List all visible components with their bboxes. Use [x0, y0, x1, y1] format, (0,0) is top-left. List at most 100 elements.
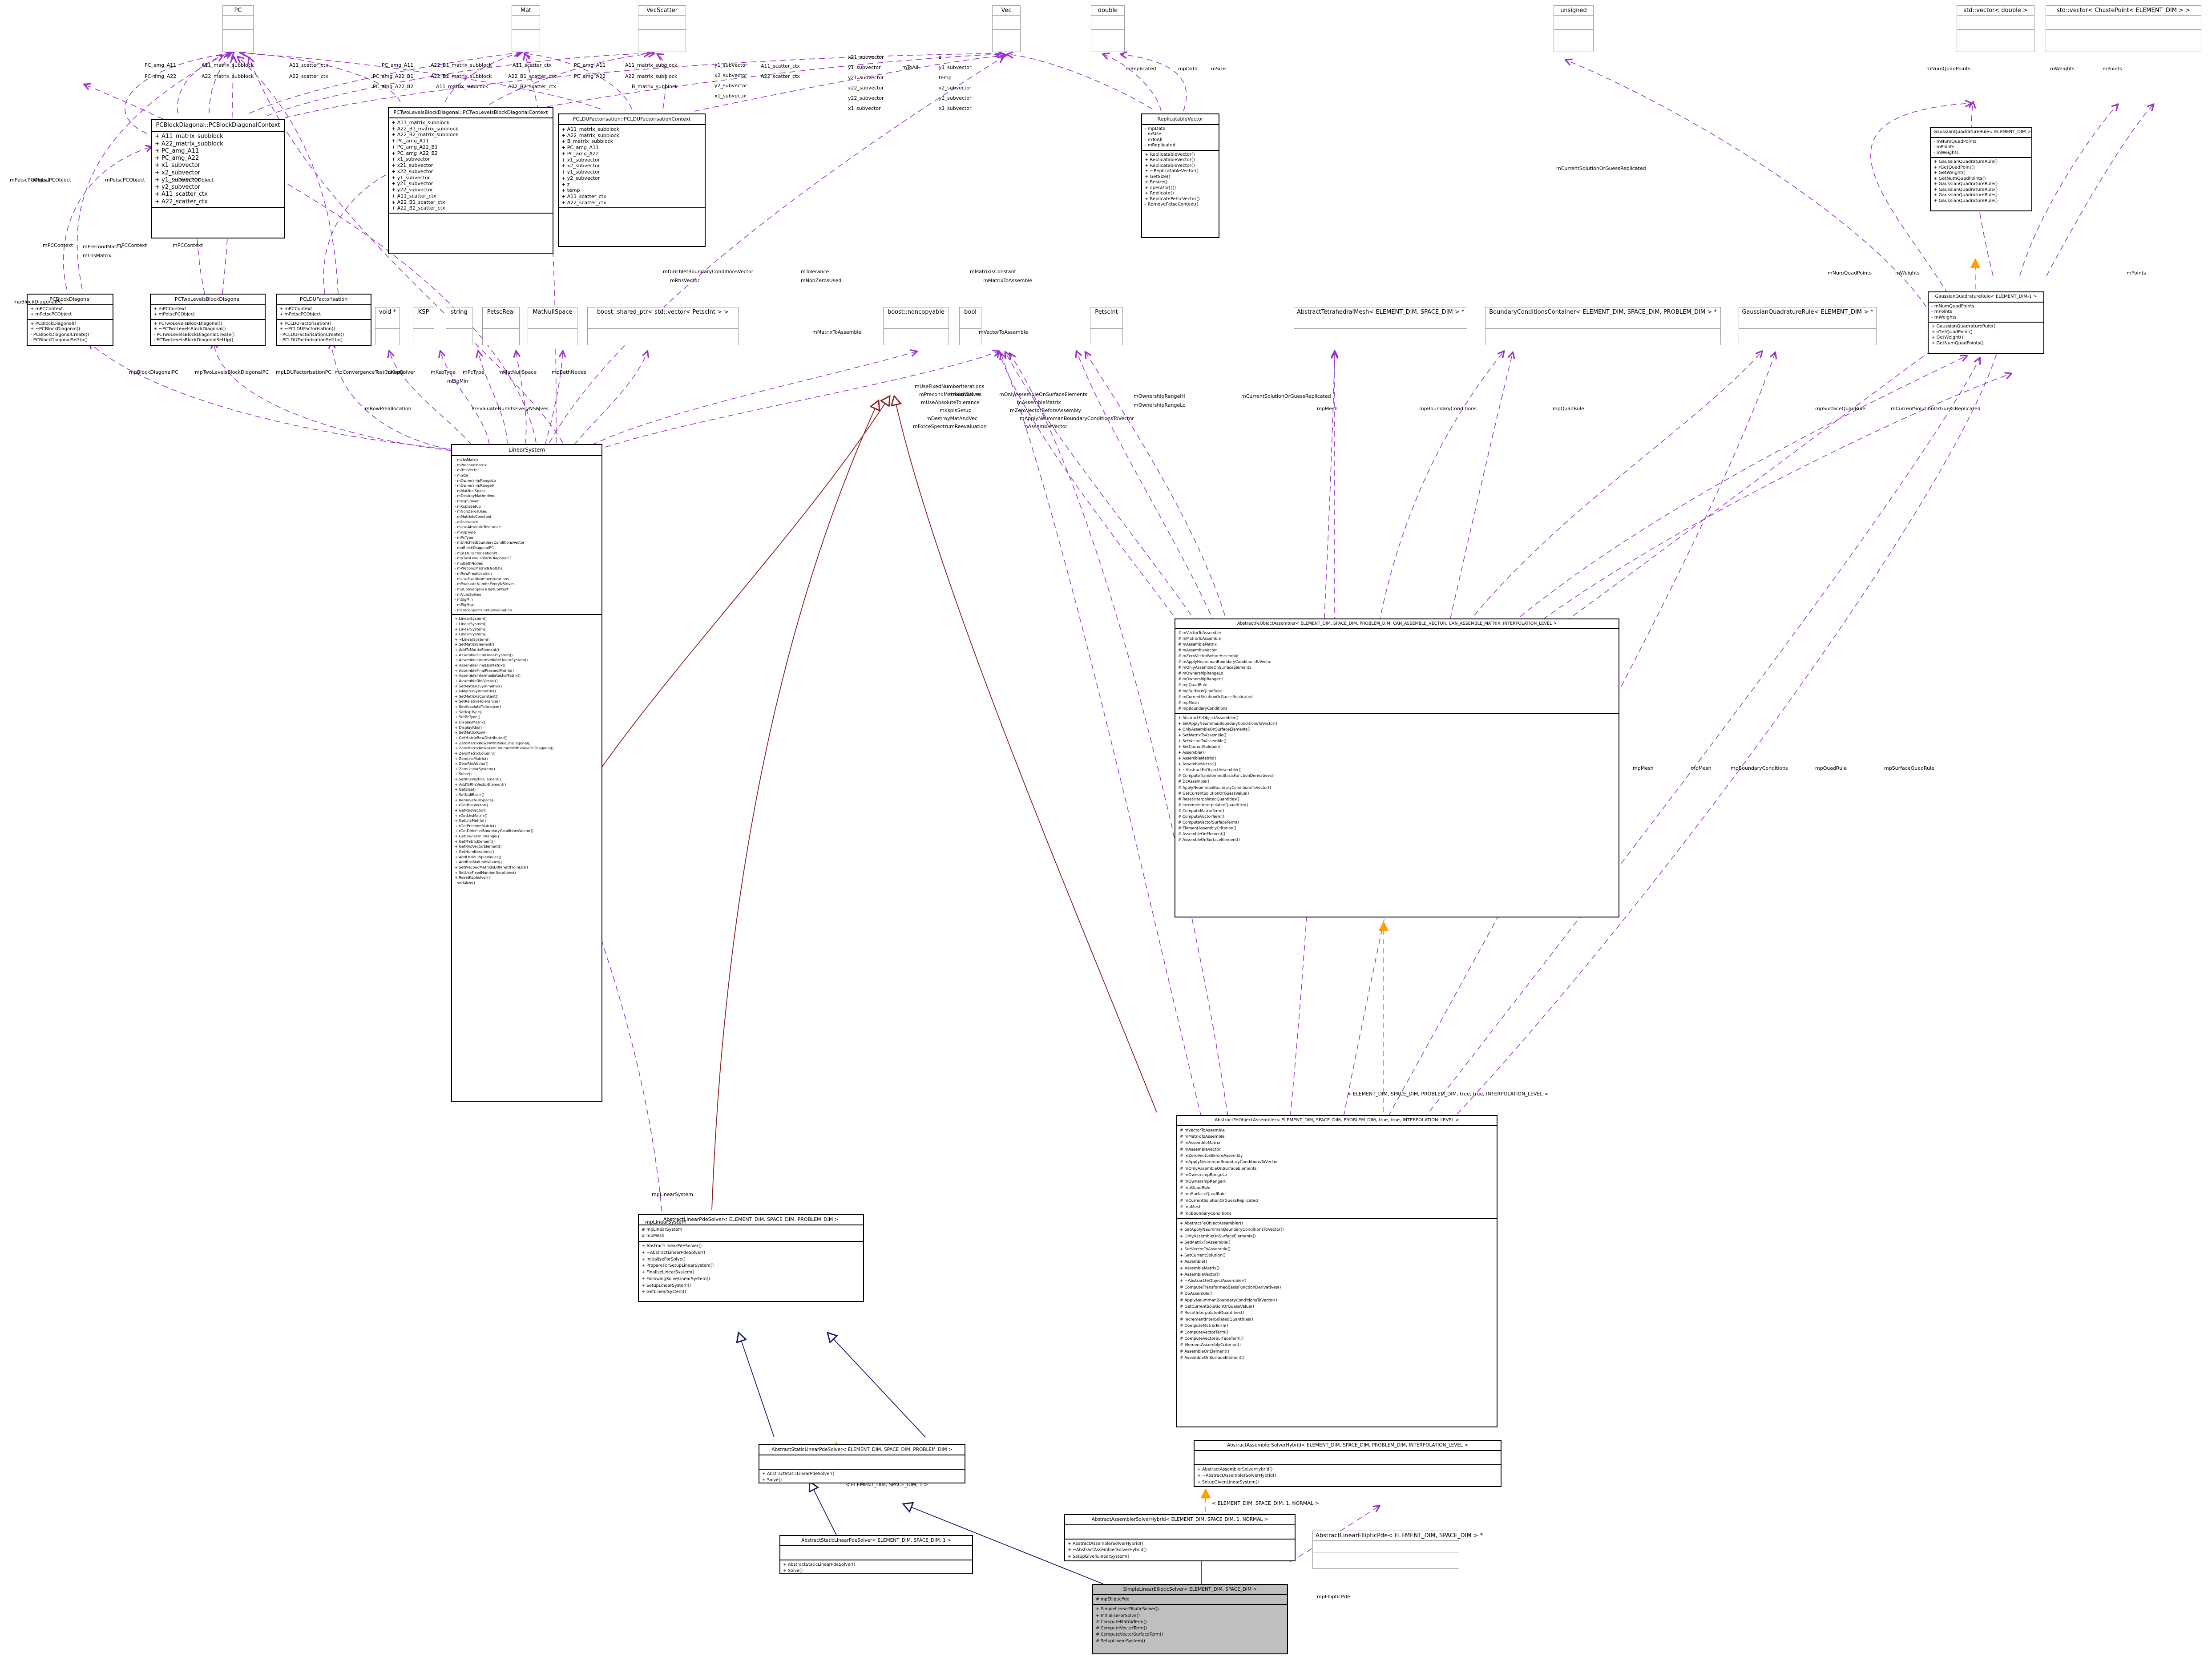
attribute: + A22_B1_scatter_ctx [392, 199, 445, 205]
edge-label: mRowPreallocation [365, 406, 412, 412]
class-abstractfeobjectassembler-true[interactable]: AbstractFeObjectAssembler< ELEMENT_DIM, … [1176, 1115, 1498, 1427]
edge-label: mKspIsSetup [940, 408, 972, 413]
method: + Solve() [455, 772, 472, 776]
method: + ~AbstractAssemblerSolverHybrid() [1197, 1473, 1276, 1479]
method: + OnlyAssembleOnSurfaceElements() [1180, 1234, 1256, 1239]
edge-label: PC_amg_A11 [574, 62, 606, 68]
edge-label: mAssembleVector [1023, 424, 1068, 429]
method: + SetRelativeTolerance() [455, 699, 500, 704]
edge-label: x1_subvector [939, 105, 972, 111]
method: + GaussianQuadratureRule() [1933, 182, 1998, 186]
class-replicatablevector[interactable]: ReplicatableVector - mpData - mSize - mT… [1141, 113, 1219, 238]
method: + GetOwnershipRange() [455, 834, 500, 839]
attribute: + A11_matrix_subblock [155, 133, 223, 140]
class-attributes: + A11_matrix_subblock + A22_matrix_subbl… [559, 125, 705, 208]
class-pcblockdiagonal[interactable]: PCBlockDiagonal + mPCContext + mPetscPCO… [27, 294, 113, 346]
method: + RemoveNullSpace() [455, 797, 495, 802]
attribute: # mpMesh [642, 1233, 665, 1239]
class-simplelinearellipticsolver[interactable]: SimpleLinearEllipticSolver< ELEMENT_DIM,… [1092, 1584, 1288, 1654]
ext-type-mat: Mat [512, 5, 540, 52]
attribute: - mWeights [1931, 315, 1957, 320]
ext-type-name: GaussianQuadratureRule< ELEMENT_DIM > * [1739, 307, 1876, 317]
class-pctwolevelsblockdiagonal[interactable]: PCTwoLevelsBlockDiagonal + mPCContext + … [150, 294, 266, 346]
attribute: + y1_subvector [392, 174, 430, 181]
method: + DisplayRhs() [455, 725, 482, 730]
class-attributes: + mPCContext + mPetscPCObject [277, 305, 371, 320]
attribute: + mPCContext [30, 306, 63, 311]
attribute: # mpQuadRule [1178, 683, 1207, 688]
attribute: - mpBlockDiagonalPC [455, 545, 494, 550]
attribute: + y1_subvector [155, 176, 200, 183]
class-gaussianquadraturerule-elementdim-minus1[interactable]: GaussianQuadratureRule< ELEMENT_DIM > - … [1930, 127, 2032, 211]
method: + GetNumQuadPoints() [1931, 340, 1984, 346]
class-attributes: + A11_matrix_subblock + A22_B1_matrix_su… [389, 118, 553, 214]
edge-label: mForceSpectrumReevaluation [913, 424, 987, 429]
edge-label: y1_subvector [848, 65, 881, 70]
attribute: - mWeights [1933, 150, 1959, 155]
method: + SetNullBasis() [455, 792, 484, 797]
attribute: + PC_amg_A22 [155, 155, 199, 162]
edge-label: mMatrixIsConstant [970, 269, 1016, 275]
method: + GaussianQuadratureRule() [1931, 324, 1996, 329]
method: + SetupGivenLinearSystem() [1197, 1479, 1259, 1485]
method: + AbstractLinearPdeSolver() [642, 1244, 702, 1249]
method: # AssembleOnSurfaceElement() [1178, 838, 1240, 843]
attribute: # mpLinearSystem [642, 1227, 682, 1232]
ext-type-name: VecScatter [638, 6, 686, 16]
edge-label: mpSurfaceQuadRule [1815, 406, 1865, 412]
edge-label: A11_scatter_ctx [513, 62, 552, 68]
method: + GetWeight() [1933, 170, 1966, 175]
class-abstractassemblersolverhybrid-normal[interactable]: AbstractAssemblerSolverHybrid< ELEMENT_D… [1064, 1514, 1296, 1561]
method: + AssembleFinalLhsMatrix() [455, 663, 506, 667]
class-pcldufactorisation[interactable]: PCLDUFactorisation + mPCContext + mPetsc… [276, 294, 371, 346]
method: + GetMatrixRowDistributed() [455, 735, 508, 740]
class-methods: + AbstractLinearPdeSolver() + ~AbstractL… [639, 1242, 863, 1297]
method: + FollowingSolveLinearSystem() [642, 1276, 710, 1281]
class-abstractstaticlinearpdesolver-problemdim[interactable]: AbstractStaticLinearPdeSolver< ELEMENT_D… [759, 1444, 965, 1483]
class-gaussianquadraturerule-em1-lower[interactable]: GaussianQuadratureRule< ELEMENT_DIM-1 > … [1928, 291, 2044, 354]
method: + LinearSystem() [455, 626, 487, 631]
ext-type-name: double [1091, 6, 1124, 16]
method: + SetMatrixIsSymmetric() [455, 683, 502, 688]
class-pctwolevelsblockdiagonal-context[interactable]: PCTwoLevelsBlockDiagonal::PCTwoLevelsBlo… [388, 107, 553, 254]
class-title: PCLDUFactorisation::PCLDUFactorisationCo… [559, 114, 705, 125]
class-abstractfeobjectassembler-generic[interactable]: AbstractFeObjectAssembler< ELEMENT_DIM, … [1175, 618, 1619, 917]
method: + SetMatrixIsConstant() [455, 694, 499, 699]
class-pcldufactorisation-context[interactable]: PCLDUFactorisation::PCLDUFactorisationCo… [558, 113, 706, 247]
method: + AddRhsMultipleValues() [455, 860, 502, 865]
method: + rGetDirichletBoundaryConditionsVector(… [455, 828, 534, 833]
attribute: - mMatNullSpace [455, 488, 486, 493]
attribute: + x1_subvector [155, 162, 200, 169]
method: + SetupGivenLinearSystem() [1068, 1554, 1130, 1559]
class-linearsystem[interactable]: LinearSystem - mLhsMatrix- mPrecondMatri… [451, 444, 602, 1102]
attribute: - mpLDUFactorisationPC [455, 550, 499, 555]
ext-type-void-star: void * [375, 307, 400, 345]
attribute: + A22_matrix_subblock [155, 140, 223, 147]
edge-label: A11_scatter_ctx [761, 63, 800, 69]
method: + SetVectorToAssemble() [1178, 739, 1227, 744]
edge-label: mpQuadRule [1553, 406, 1584, 412]
class-attributes: - mNumQuadPoints - mPoints - mWeights [1931, 138, 2031, 158]
attribute: - mpTwoLevelsBlockDiagonalPC [455, 556, 513, 561]
edge-label: mApplyNeummanBoundaryConditionsToVector [1020, 416, 1134, 421]
edge-label: temp [939, 75, 952, 81]
edge-label: mCurrentSolutionOrGuessReplicated [1241, 393, 1331, 399]
attribute: - mNonZerosUsed [455, 509, 488, 514]
method: + GetNumQuadPoints() [1933, 176, 1986, 181]
class-title: AbstractStaticLinearPdeSolver< ELEMENT_D… [759, 1445, 965, 1456]
class-abstractstaticlinearpdesolver-1[interactable]: AbstractStaticLinearPdeSolver< ELEMENT_D… [779, 1535, 973, 1574]
attribute: + PC_amg_A22 [561, 150, 599, 157]
method: + SetUseFixedNumberIterations() [455, 870, 516, 875]
attribute: - mEvaluateNumItsEveryNSolves [455, 582, 515, 586]
ext-type-name: KSP [413, 307, 434, 317]
attribute: - mKspType [455, 529, 476, 534]
class-abstractassemblersolverhybrid-interpolation[interactable]: AbstractAssemblerSolverHybrid< ELEMENT_D… [1194, 1440, 1502, 1487]
edge-label: z [939, 54, 941, 60]
attribute: + x2_subvector [155, 169, 200, 176]
method: + rGetQuadPoint() [1933, 165, 1975, 170]
class-pcblockdiagonal-context[interactable]: PCBlockDiagonal::PCBlockDiagonalContext … [151, 119, 285, 238]
ext-type-boost-noncopyable: boost::noncopyable [883, 307, 949, 345]
method: + GetMatrixElement() [455, 839, 495, 844]
class-abstractlinearpdesolver[interactable]: AbstractLinearPdeSolver< ELEMENT_DIM, SP… [638, 1214, 864, 1302]
edge-label: PC_amg_A22_B1 [373, 73, 414, 79]
